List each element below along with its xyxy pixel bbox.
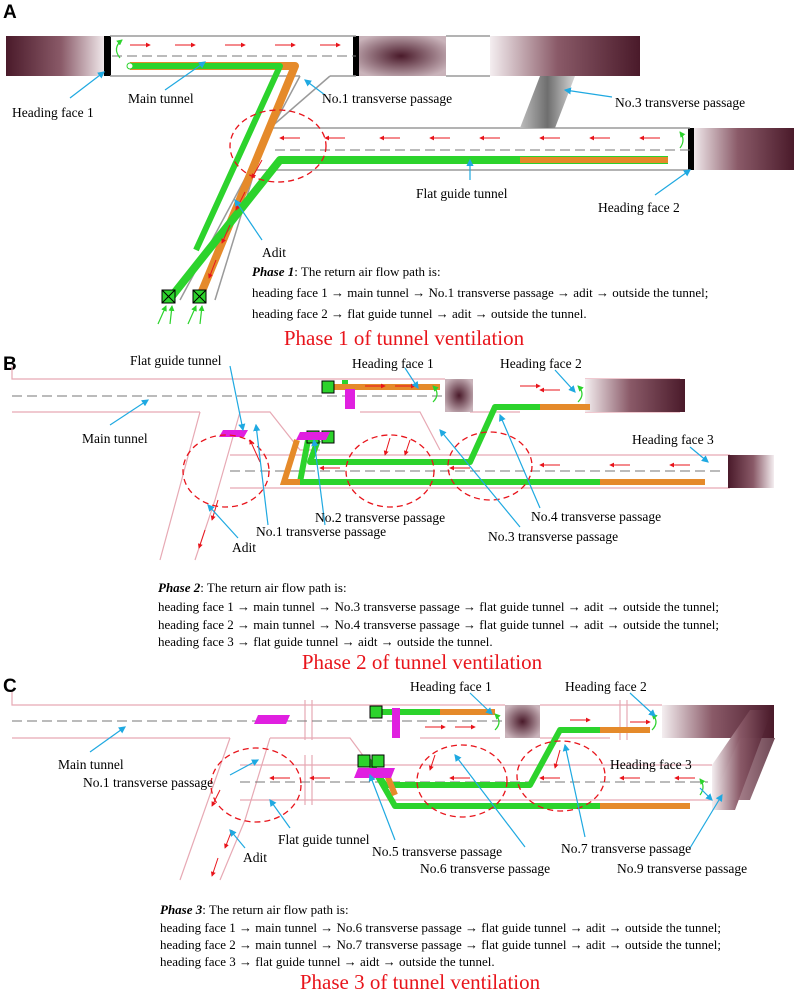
circle-b-1 bbox=[182, 434, 270, 508]
phase-2-path-2: heading face 2 → main tunnel → No.4 tran… bbox=[158, 617, 719, 632]
phase-3-path-1: heading face 1 → main tunnel → No.6 tran… bbox=[160, 920, 721, 935]
rock-heading-face-1 bbox=[6, 36, 106, 76]
damper-c-1 bbox=[392, 708, 400, 738]
label-c-main-tunnel: Main tunnel bbox=[58, 757, 124, 772]
label-c-transverse-5: No.5 transverse passage bbox=[372, 844, 502, 859]
label-b-main-tunnel: Main tunnel bbox=[82, 431, 148, 446]
fan-b-1 bbox=[321, 380, 335, 394]
label-b-heading-3: Heading face 3 bbox=[632, 432, 714, 447]
damper-c-3 bbox=[354, 768, 395, 778]
airflow-arrows-b bbox=[197, 383, 690, 549]
damper-b-3 bbox=[296, 432, 330, 440]
rock-b-heading-3 bbox=[728, 455, 774, 488]
label-transverse-1: No.1 transverse passage bbox=[322, 91, 452, 106]
rock-c-heading-1 bbox=[505, 705, 540, 738]
airflow-arrows-c bbox=[210, 717, 695, 877]
rock-b-heading-1 bbox=[445, 379, 473, 412]
leaders-a bbox=[69, 61, 691, 241]
rock-b-heading-2 bbox=[585, 379, 685, 412]
leaders-b bbox=[109, 365, 709, 539]
phase-3-path-3: heading face 3 → flat guide tunnel → aid… bbox=[160, 954, 495, 969]
label-adit: Adit bbox=[262, 245, 286, 260]
panel-c-letter: C bbox=[3, 676, 17, 697]
label-heading-face-1: Heading face 1 bbox=[12, 105, 94, 120]
label-b-flat-guide: Flat guide tunnel bbox=[130, 353, 222, 368]
panel-a: A bbox=[3, 2, 794, 350]
phase-1-intro: Phase 1: The return air flow path is: bbox=[252, 264, 441, 279]
panel-a-letter: A bbox=[3, 2, 17, 23]
label-heading-face-2: Heading face 2 bbox=[598, 200, 680, 215]
label-c-heading-2: Heading face 2 bbox=[565, 679, 647, 694]
label-c-flat-guide: Flat guide tunnel bbox=[278, 832, 370, 847]
rock-upper-right bbox=[490, 36, 640, 76]
transverse-passage-9 bbox=[712, 738, 775, 800]
phase-2-path-3: heading face 3 → flat guide tunnel → aid… bbox=[158, 634, 493, 649]
label-c-transverse-9: No.9 transverse passage bbox=[617, 861, 747, 876]
label-b-adit: Adit bbox=[232, 540, 256, 555]
label-b-heading-2: Heading face 2 bbox=[500, 356, 582, 371]
leaders-c bbox=[89, 692, 723, 849]
label-b-transverse-3: No.3 transverse passage bbox=[488, 529, 618, 544]
rock-main-right bbox=[356, 36, 446, 76]
rock-heading-face-2 bbox=[692, 128, 794, 170]
fan-c-3 bbox=[371, 754, 385, 768]
label-b-heading-1: Heading face 1 bbox=[352, 356, 434, 371]
transverse-passage-3 bbox=[520, 76, 575, 128]
fan-c-2 bbox=[357, 754, 371, 768]
circle-c-3 bbox=[516, 740, 606, 812]
label-main-tunnel: Main tunnel bbox=[128, 91, 194, 106]
airflow-arrows-a bbox=[130, 42, 660, 279]
circle-c-1 bbox=[210, 747, 302, 823]
label-c-transverse-1: No.1 transverse passage bbox=[83, 775, 213, 790]
damper-b-2 bbox=[219, 430, 248, 437]
caption-phase-1: Phase 1 of tunnel ventilation bbox=[284, 326, 525, 350]
label-flat-guide: Flat guide tunnel bbox=[416, 186, 508, 201]
phase-2-intro: Phase 2: The return air flow path is: bbox=[158, 580, 347, 595]
circle-b-2 bbox=[345, 434, 435, 508]
caption-phase-3: Phase 3 of tunnel ventilation bbox=[300, 970, 541, 994]
label-c-adit: Adit bbox=[243, 850, 267, 865]
duct-b-heading-2 bbox=[307, 404, 590, 465]
phase-3-intro: Phase 3: The return air flow path is: bbox=[160, 902, 349, 917]
heading-face-2-wall bbox=[688, 128, 694, 170]
panel-b: B bbox=[3, 353, 774, 674]
phase-2-path-1: heading face 1 → main tunnel → No.3 tran… bbox=[158, 599, 719, 614]
fan-c-1 bbox=[369, 705, 383, 719]
label-c-transverse-7: No.7 transverse passage bbox=[561, 841, 691, 856]
label-transverse-3: No.3 transverse passage bbox=[615, 95, 745, 110]
circle-c-2 bbox=[416, 744, 508, 818]
caption-phase-2: Phase 2 of tunnel ventilation bbox=[302, 650, 543, 674]
label-c-transverse-6: No.6 transverse passage bbox=[420, 861, 550, 876]
heading-face-1-wall bbox=[104, 36, 111, 76]
duct-c-heading-3 bbox=[369, 764, 690, 809]
panel-c: C bbox=[3, 676, 775, 994]
label-b-transverse-4: No.4 transverse passage bbox=[531, 509, 661, 524]
junction-circle-a bbox=[229, 109, 327, 183]
label-c-heading-1: Heading face 1 bbox=[410, 679, 492, 694]
panel-b-letter: B bbox=[3, 354, 17, 375]
phase-1-path-2: heading face 2 → flat guide tunnel → adi… bbox=[252, 306, 587, 321]
label-b-transverse-2: No.2 transverse passage bbox=[315, 510, 445, 525]
circle-b-3 bbox=[447, 431, 533, 501]
label-b-transverse-1: No.1 transverse passage bbox=[256, 524, 386, 539]
phase-1-path-1: heading face 1 → main tunnel → No.1 tran… bbox=[252, 285, 708, 300]
intake-arrows bbox=[157, 305, 205, 325]
label-c-heading-3: Heading face 3 bbox=[610, 757, 692, 772]
damper-c-2 bbox=[254, 715, 290, 724]
phase-3-path-2: heading face 2 → main tunnel → No.7 tran… bbox=[160, 937, 721, 952]
damper-b-1 bbox=[345, 389, 355, 409]
